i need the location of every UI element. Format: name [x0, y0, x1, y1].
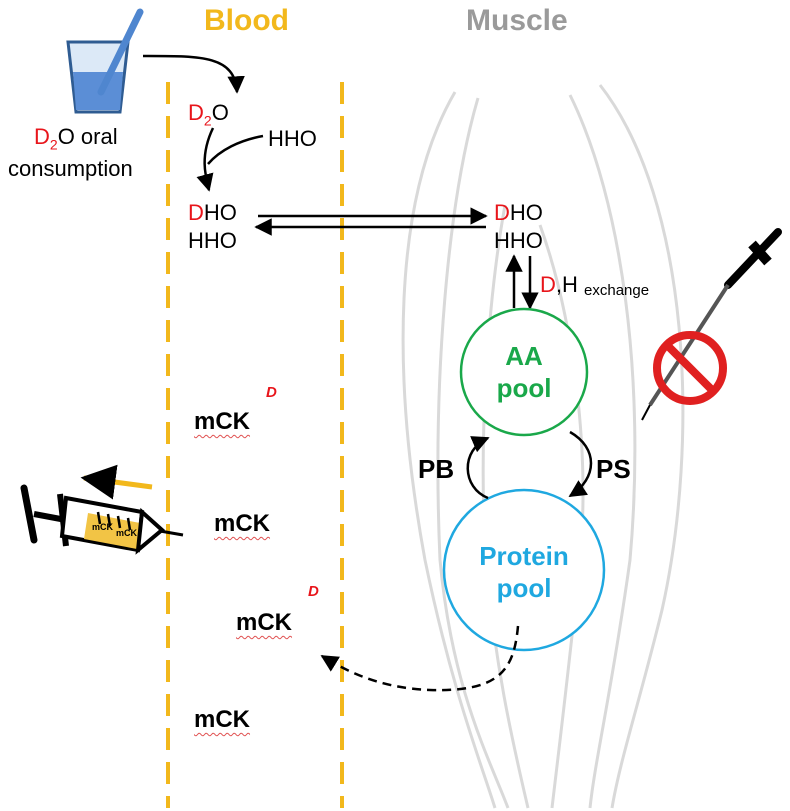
exchange-label: D,H exchange	[540, 272, 650, 299]
muscle-dho: DHO	[494, 200, 543, 225]
prohibited-icon	[653, 331, 727, 405]
mck-deuterium-tag-2: D	[308, 583, 319, 600]
mck-unlabeled-1: mCK	[214, 510, 271, 537]
ps-arrow	[568, 430, 593, 498]
blood-dho: DHO	[188, 200, 237, 225]
blood-hho-input: HHO	[268, 126, 317, 151]
syringe-mck-a: mCK	[92, 522, 114, 532]
blood-header: Blood	[204, 4, 289, 37]
release-arrow	[320, 625, 520, 692]
muscle-header: Muscle	[466, 4, 568, 37]
syringe-icon	[20, 484, 184, 555]
blood-d2o: D2O	[188, 100, 229, 129]
intake-arrow	[142, 54, 245, 94]
mck-deuterium-tag-1: D	[266, 384, 277, 401]
mck-labeled-1: mCK	[194, 408, 251, 435]
intake-label-line2: consumption	[8, 156, 133, 181]
ps-label: PS	[596, 454, 631, 484]
muscle-fibers	[401, 84, 685, 809]
syringe-mck-b: mCK	[116, 528, 138, 538]
sample-arrow	[80, 464, 153, 500]
mck-labeled-2: mCK	[236, 609, 293, 636]
hho-merge-curve	[207, 134, 264, 165]
aa-pool-circle	[459, 307, 589, 437]
muscle-hho: HHO	[494, 228, 543, 253]
pb-arrow	[466, 436, 490, 500]
protein-pool-circle	[442, 488, 606, 652]
pb-label: PB	[418, 454, 455, 484]
mck-unlabeled-2: mCK	[194, 706, 251, 733]
water-glass-icon	[66, 8, 144, 114]
intake-label: D2O oral	[34, 124, 118, 153]
blood-hho: HHO	[188, 228, 237, 253]
blood-conversion-arrow	[196, 127, 215, 192]
